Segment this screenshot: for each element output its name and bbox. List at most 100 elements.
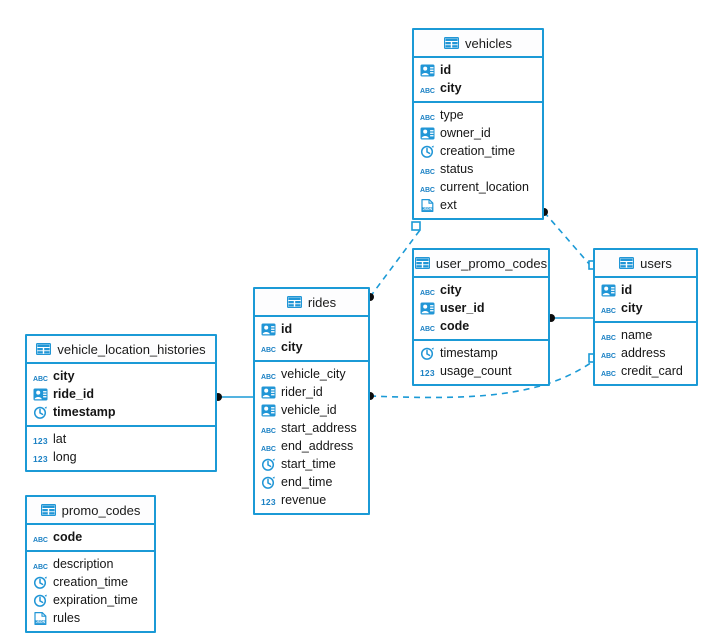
table-header[interactable]: user_promo_codes (414, 250, 548, 278)
field-name: ride_id (53, 386, 94, 401)
column-field[interactable]: owner_id (414, 124, 542, 142)
abc-string-icon: ABC (261, 445, 276, 453)
abc-string-icon: ABC (601, 352, 616, 360)
primary-key-field[interactable]: timestamp (27, 403, 215, 421)
table-icon (414, 257, 430, 269)
field-name: end_address (281, 438, 354, 453)
field-name: rules (53, 610, 81, 625)
primary-key-field[interactable]: id (595, 281, 696, 299)
key-id-icon (420, 302, 435, 315)
column-field[interactable]: timestamp (414, 344, 548, 362)
123-number-icon: 123 (261, 496, 276, 507)
field-name: code (440, 318, 470, 333)
primary-key-field[interactable]: id (414, 61, 542, 79)
123-number-icon: 123 (33, 435, 48, 446)
clock-timestamp-icon (261, 458, 276, 471)
column-field[interactable]: expiration_time (27, 591, 154, 609)
relationship-user_promo_codes-users[interactable] (547, 314, 593, 322)
column-field[interactable]: vehicle_id (255, 401, 368, 419)
clock-timestamp-icon (33, 576, 48, 589)
table-icon (36, 343, 52, 355)
field-name: city (53, 368, 75, 383)
column-field[interactable]: creation_time (27, 573, 154, 591)
svg-text:JSON: JSON (36, 620, 46, 624)
field-name: creation_time (53, 574, 129, 589)
primary-key-field[interactable]: ride_id (27, 385, 215, 403)
table-header[interactable]: vehicles (414, 30, 542, 58)
table-header[interactable]: vehicle_location_histories (27, 336, 215, 364)
field-name: status (440, 161, 474, 176)
field-name: long (53, 449, 77, 464)
table-header[interactable]: rides (255, 289, 368, 317)
abc-string-icon: ABC (601, 307, 616, 315)
123-number-icon: 123 (420, 367, 435, 378)
clock-timestamp-icon (420, 347, 435, 360)
abc-string-icon: ABC (261, 346, 276, 354)
column-field[interactable]: ABC end_address (255, 437, 368, 455)
column-field[interactable]: end_time (255, 473, 368, 491)
field-name: timestamp (53, 404, 116, 419)
primary-key-field[interactable]: ABC city (414, 281, 548, 299)
field-name: city (440, 282, 462, 297)
column-field[interactable]: creation_time (414, 142, 542, 160)
table-name: vehicles (465, 35, 512, 51)
table-name: promo_codes (61, 502, 141, 518)
abc-string-icon: ABC (261, 373, 276, 381)
table-header[interactable]: promo_codes (27, 497, 154, 525)
column-field[interactable]: JSON rules (27, 609, 154, 627)
relationship-vehicle_location_histories-rides[interactable] (214, 393, 253, 401)
field-name: timestamp (440, 345, 498, 360)
column-field[interactable]: rider_id (255, 383, 368, 401)
primary-key-field[interactable]: id (255, 320, 368, 338)
table-icon (40, 504, 56, 516)
field-name: end_time (281, 474, 333, 489)
primary-key-field[interactable]: user_id (414, 299, 548, 317)
field-name: current_location (440, 179, 529, 194)
field-name: credit_card (621, 363, 683, 378)
json-document-icon: JSON (33, 611, 48, 625)
field-name: city (621, 300, 643, 315)
field-name: start_address (281, 420, 357, 435)
primary-key-field[interactable]: ABC city (595, 299, 696, 317)
column-field[interactable]: start_time (255, 455, 368, 473)
field-name: name (621, 327, 653, 342)
table-header[interactable]: users (595, 250, 696, 278)
svg-text:JSON: JSON (423, 207, 433, 211)
abc-string-icon: ABC (420, 289, 435, 297)
key-id-icon (261, 386, 276, 399)
clock-timestamp-icon (33, 594, 48, 607)
field-name: user_id (440, 300, 485, 315)
field-name: description (53, 556, 114, 571)
table-name: rides (307, 294, 337, 310)
